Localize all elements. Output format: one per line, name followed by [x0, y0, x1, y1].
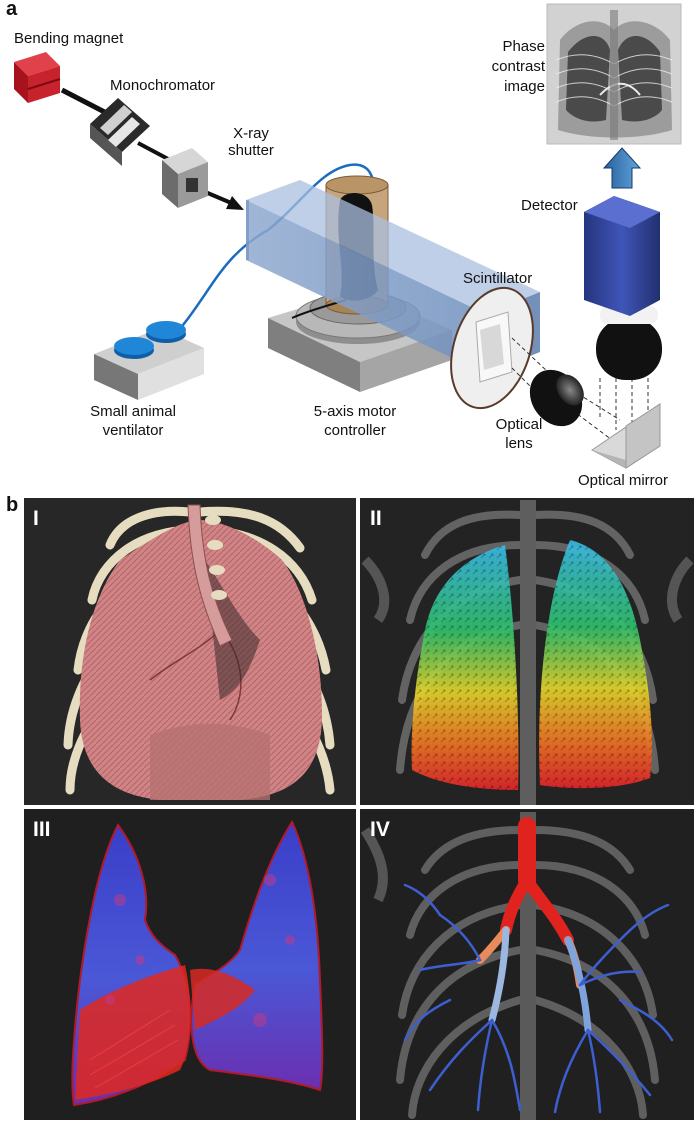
panel-a-letter: a	[6, 0, 18, 20]
subpanel-iii-label: III	[33, 818, 51, 841]
panel-b-letter: b	[6, 494, 19, 516]
xray-label-line1: X-ray	[233, 125, 269, 142]
ventilator	[94, 321, 204, 400]
mirror-label: Optical mirror	[578, 472, 669, 489]
subpanel-ii	[360, 498, 694, 805]
lens-label-line2: lens	[505, 435, 533, 452]
subpanel-iv	[360, 809, 694, 1120]
motor-label-line2: controller	[324, 422, 386, 439]
monochromator-label: Monochromator	[110, 77, 216, 94]
vessel-tree-iv	[403, 817, 674, 1114]
detector	[584, 196, 662, 380]
motor-label-line1: 5-axis motor	[313, 403, 397, 420]
xray-label-line2: shutter	[228, 142, 274, 159]
subpanel-iv-label: IV	[370, 818, 390, 841]
trachea-i	[187, 504, 233, 647]
optical-lens	[529, 369, 584, 427]
lens-label-line1: Optical	[495, 416, 543, 433]
panel-a	[14, 3, 682, 469]
ventilator-label-line1: Small animal	[90, 403, 176, 420]
detector-label: Detector	[521, 197, 578, 214]
subpanel-i	[24, 498, 356, 805]
xray-shutter	[162, 148, 208, 208]
up-arrow-icon	[602, 147, 642, 189]
spine-i	[205, 515, 227, 600]
lungs-iii-right	[190, 819, 324, 1092]
bending-magnet-label: Bending magnet	[14, 30, 124, 47]
beam-line	[60, 87, 244, 210]
phase-label-line2: contrast	[491, 58, 545, 75]
subpanel-i-label: I	[33, 507, 39, 530]
scintillator	[450, 286, 534, 410]
monochromator	[90, 98, 150, 166]
panel-b	[23, 497, 694, 1120]
subpanel-iii	[24, 809, 356, 1120]
phase-label-line1: Phase	[502, 38, 545, 55]
ventilator-label-line2: ventilator	[102, 422, 164, 439]
scintillator-label: Scintillator	[463, 270, 533, 287]
bending-magnet	[14, 52, 61, 103]
subpanel-ii-label: II	[370, 507, 382, 530]
optical-mirror	[591, 403, 661, 469]
phase-label-line3: image	[504, 78, 545, 95]
phase-contrast-image	[546, 3, 682, 145]
spine-ii	[520, 500, 536, 805]
